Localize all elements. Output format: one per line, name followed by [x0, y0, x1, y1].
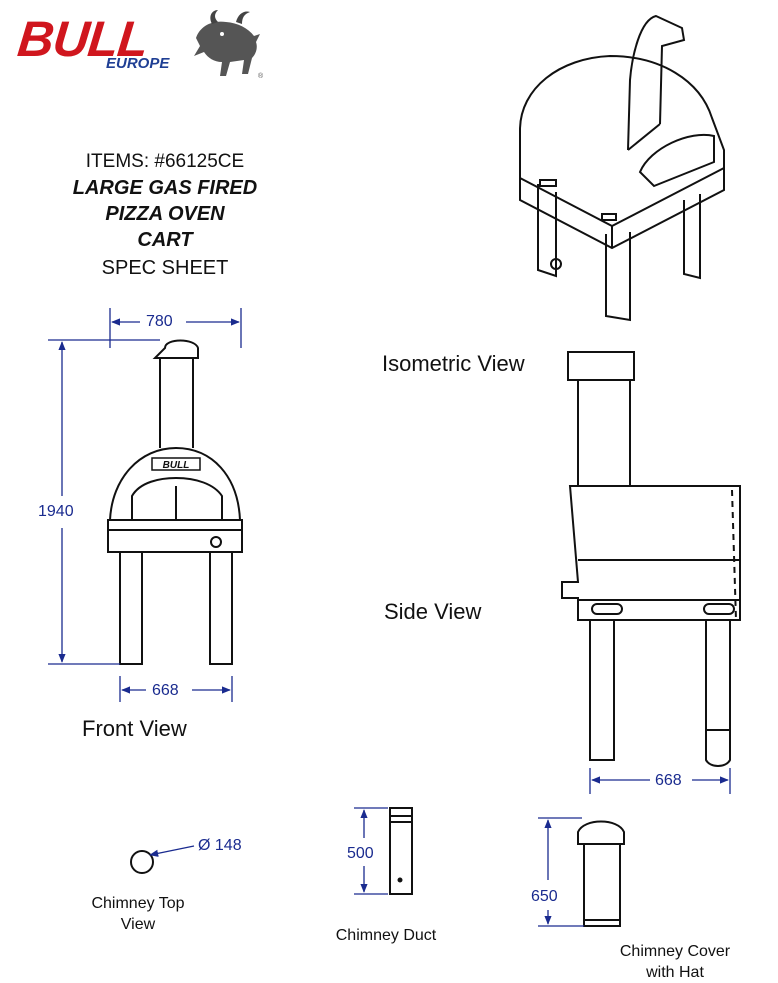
svg-text:®: ® [258, 72, 264, 80]
spec-sheet-label: SPEC SHEET [101, 257, 229, 279]
chimney-top-drawing [130, 850, 154, 874]
chimney-cover-drawing [577, 820, 625, 927]
chimney-duct-drawing [389, 807, 413, 895]
isometric-oven-drawing [519, 14, 725, 322]
cover-height-value: 650 [531, 888, 558, 905]
front-width-value: 780 [146, 313, 173, 330]
oven-badge-text: BULL [163, 460, 190, 471]
title-line-2: PIZZA OVEN [105, 203, 225, 225]
title-line-1: LARGE GAS FIRED [72, 177, 258, 199]
side-view-label: Side View [384, 599, 482, 624]
front-width-dimension [109, 308, 242, 348]
duct-height-value: 500 [347, 845, 374, 862]
brand-logo-subtitle: EUROPE [106, 55, 170, 72]
item-number: ITEMS: #66125CE [85, 151, 245, 172]
cover-height-dimension [538, 817, 584, 927]
front-view-label: Front View [82, 716, 187, 741]
front-height-value: 1940 [38, 503, 74, 520]
chimney-top-leader [149, 845, 195, 857]
isometric-view-label: Isometric View [382, 351, 525, 376]
front-view-drawing [107, 339, 243, 665]
front-leg-value: 668 [152, 682, 179, 699]
chimney-duct-label: Chimney Duct [335, 927, 437, 944]
chimney-diameter-value: Ø 148 [198, 837, 242, 854]
side-view-drawing [561, 351, 741, 767]
bull-emblem-icon: ® [194, 10, 264, 80]
title-line-3: CART [137, 229, 193, 251]
oven-badge [151, 457, 201, 471]
front-height-dimension [48, 339, 160, 665]
front-leg-dimension [119, 676, 233, 702]
side-leg-value: 668 [655, 772, 682, 789]
duct-height-dimension [354, 807, 388, 895]
side-leg-dimension [589, 768, 731, 794]
